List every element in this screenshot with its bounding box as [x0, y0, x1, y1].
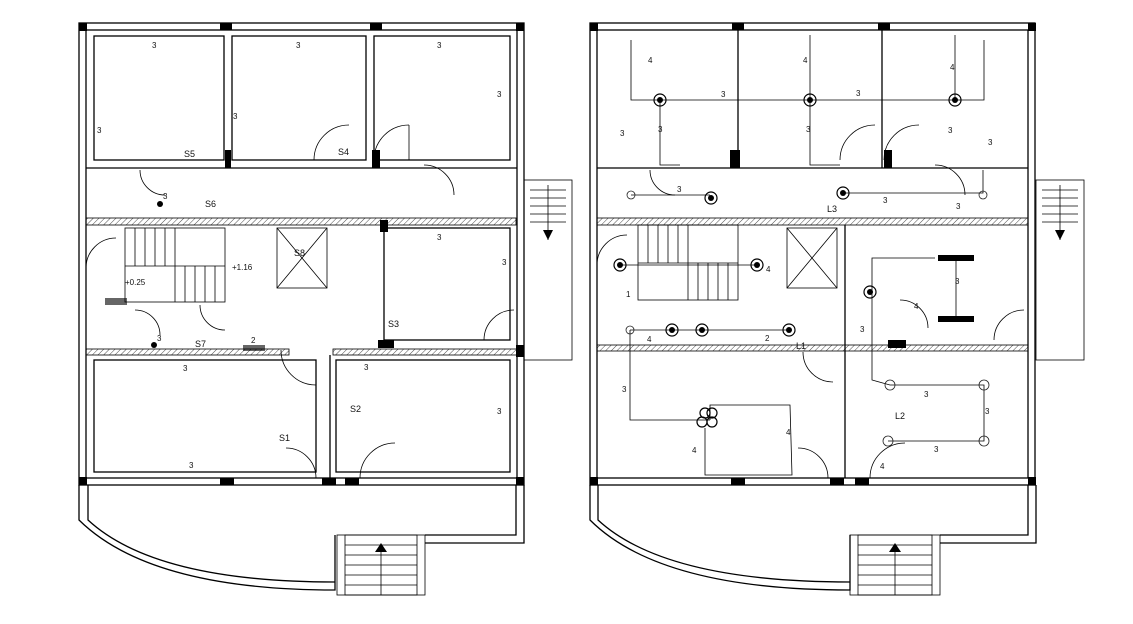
svg-text:3: 3 — [157, 334, 162, 343]
right-side-stair — [1035, 179, 1085, 361]
svg-text:2: 2 — [251, 336, 256, 345]
svg-text:3: 3 — [437, 41, 442, 50]
svg-text:2: 2 — [765, 334, 770, 343]
svg-text:4: 4 — [803, 56, 808, 65]
level-label-1: +0.25 — [125, 278, 146, 287]
left-balcony — [78, 485, 336, 591]
svg-text:4: 4 — [766, 265, 771, 274]
svg-text:4: 4 — [950, 63, 955, 72]
svg-text:3: 3 — [497, 90, 502, 99]
left-staircase — [124, 227, 226, 303]
svg-text:3: 3 — [97, 126, 102, 135]
svg-text:3: 3 — [956, 202, 961, 211]
right-floor-plan: L1 L2 L3 4 4 4 3 3 3 3 3 3 3 3 3 3 3 4 4… — [589, 22, 1085, 596]
svg-text:3: 3 — [502, 258, 507, 267]
svg-text:3: 3 — [924, 390, 929, 399]
svg-text:3: 3 — [883, 196, 888, 205]
svg-text:3: 3 — [622, 385, 627, 394]
right-outer-wall — [589, 22, 1036, 486]
right-middle-band — [596, 217, 1029, 226]
right-circuit-numbers: 4 4 4 3 3 3 3 3 3 3 3 3 3 3 4 4 4 4 4 4 … — [620, 56, 993, 471]
left-room-3 — [373, 35, 511, 161]
load-label-l3: L3 — [827, 204, 837, 214]
switch-label-s7: S7 — [195, 339, 206, 349]
switch-label-s5: S5 — [184, 149, 195, 159]
svg-text:3: 3 — [985, 407, 990, 416]
left-lower-band-1 — [85, 348, 290, 356]
svg-text:4: 4 — [786, 428, 791, 437]
switch-label-s4: S4 — [338, 147, 349, 157]
left-floor-plan: S1 S2 S3 S4 S5 S6 S7 S8 +0.25 +1.16 3 3 … — [78, 22, 573, 596]
svg-text:3: 3 — [183, 364, 188, 373]
left-inner-wall — [85, 29, 518, 479]
svg-text:3: 3 — [658, 125, 663, 134]
left-room-4 — [383, 227, 511, 341]
switch-label-s1: S1 — [279, 433, 290, 443]
svg-text:1: 1 — [626, 290, 631, 299]
svg-text:3: 3 — [860, 325, 865, 334]
switch-label-s6: S6 — [205, 199, 216, 209]
left-room-2 — [231, 35, 367, 161]
svg-text:3: 3 — [934, 445, 939, 454]
switch-label-s3: S3 — [388, 319, 399, 329]
level-label-2: +1.16 — [232, 263, 253, 272]
load-label-l1: L1 — [796, 341, 806, 351]
svg-text:3: 3 — [233, 112, 238, 121]
svg-text:4: 4 — [880, 462, 885, 471]
light-fixtures — [613, 93, 990, 447]
wiring-runs — [620, 35, 985, 476]
switch-label-s8: S8 — [294, 248, 305, 258]
svg-text:3: 3 — [163, 192, 168, 201]
load-label-l2: L2 — [895, 411, 905, 421]
svg-text:3: 3 — [988, 138, 993, 147]
svg-text:3: 3 — [152, 41, 157, 50]
svg-text:3: 3 — [806, 125, 811, 134]
door-arc — [373, 124, 410, 161]
svg-text:3: 3 — [948, 126, 953, 135]
left-side-stair — [523, 179, 573, 361]
svg-text:3: 3 — [437, 233, 442, 242]
svg-text:4: 4 — [648, 56, 653, 65]
left-entry-stair — [336, 534, 426, 596]
right-entry-stair — [849, 534, 941, 596]
left-shaft — [276, 227, 328, 289]
left-room-6 — [335, 359, 511, 473]
svg-text:3: 3 — [497, 407, 502, 416]
svg-text:3: 3 — [677, 185, 682, 194]
left-middle-band — [85, 217, 517, 226]
svg-text:4: 4 — [647, 335, 652, 344]
svg-text:3: 3 — [296, 41, 301, 50]
svg-text:3: 3 — [955, 277, 960, 286]
switch-label-s2: S2 — [350, 404, 361, 414]
svg-text:4: 4 — [914, 302, 919, 311]
right-staircase — [637, 224, 739, 301]
left-room-1 — [93, 35, 225, 161]
right-lower-band — [596, 344, 1029, 352]
left-circuit-numbers: 3 3 3 3 3 3 3 3 3 3 3 3 3 3 2 — [97, 41, 507, 470]
svg-text:3: 3 — [856, 89, 861, 98]
svg-text:3: 3 — [620, 129, 625, 138]
right-shaft — [786, 227, 838, 289]
svg-text:3: 3 — [189, 461, 194, 470]
left-room-5 — [93, 359, 317, 473]
svg-text:3: 3 — [721, 90, 726, 99]
left-lower-band-2 — [332, 348, 518, 356]
right-inner-wall — [596, 29, 1029, 479]
svg-text:3: 3 — [364, 363, 369, 372]
svg-text:4: 4 — [692, 446, 697, 455]
